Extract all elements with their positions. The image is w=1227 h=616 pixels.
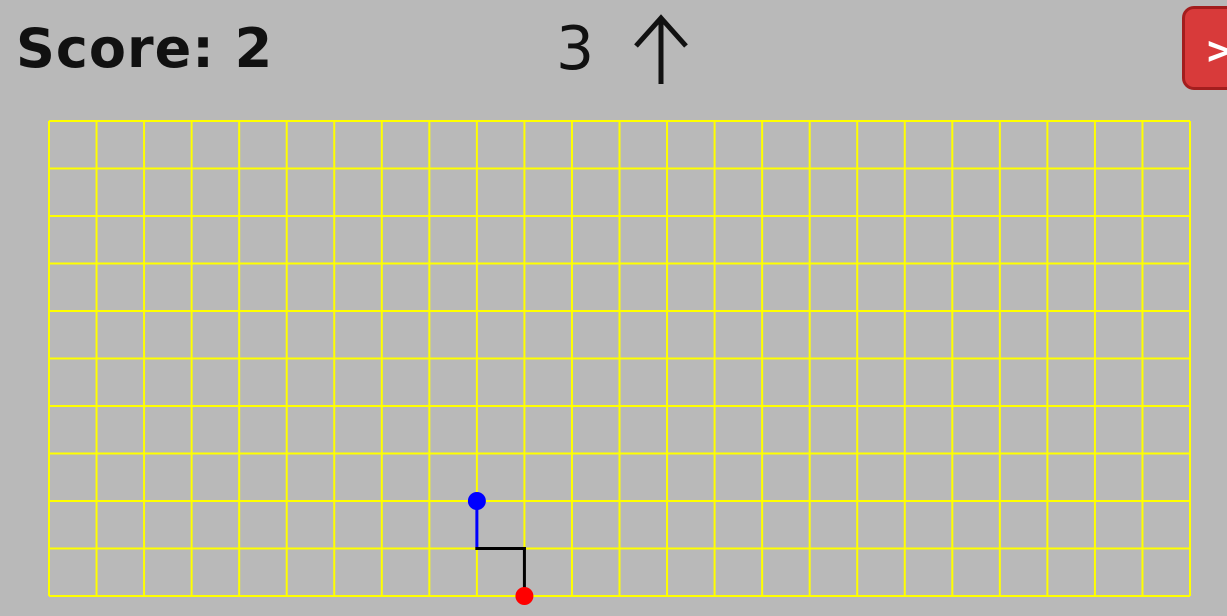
close-icon: > (1207, 28, 1227, 74)
end-node (515, 587, 534, 605)
move-counter: 3 (556, 14, 595, 84)
close-button[interactable]: > (1182, 6, 1227, 90)
up-arrow-icon (634, 14, 688, 84)
grid-lines (48, 120, 1191, 597)
start-node (467, 492, 486, 510)
score-label: Score: 2 (16, 17, 274, 80)
